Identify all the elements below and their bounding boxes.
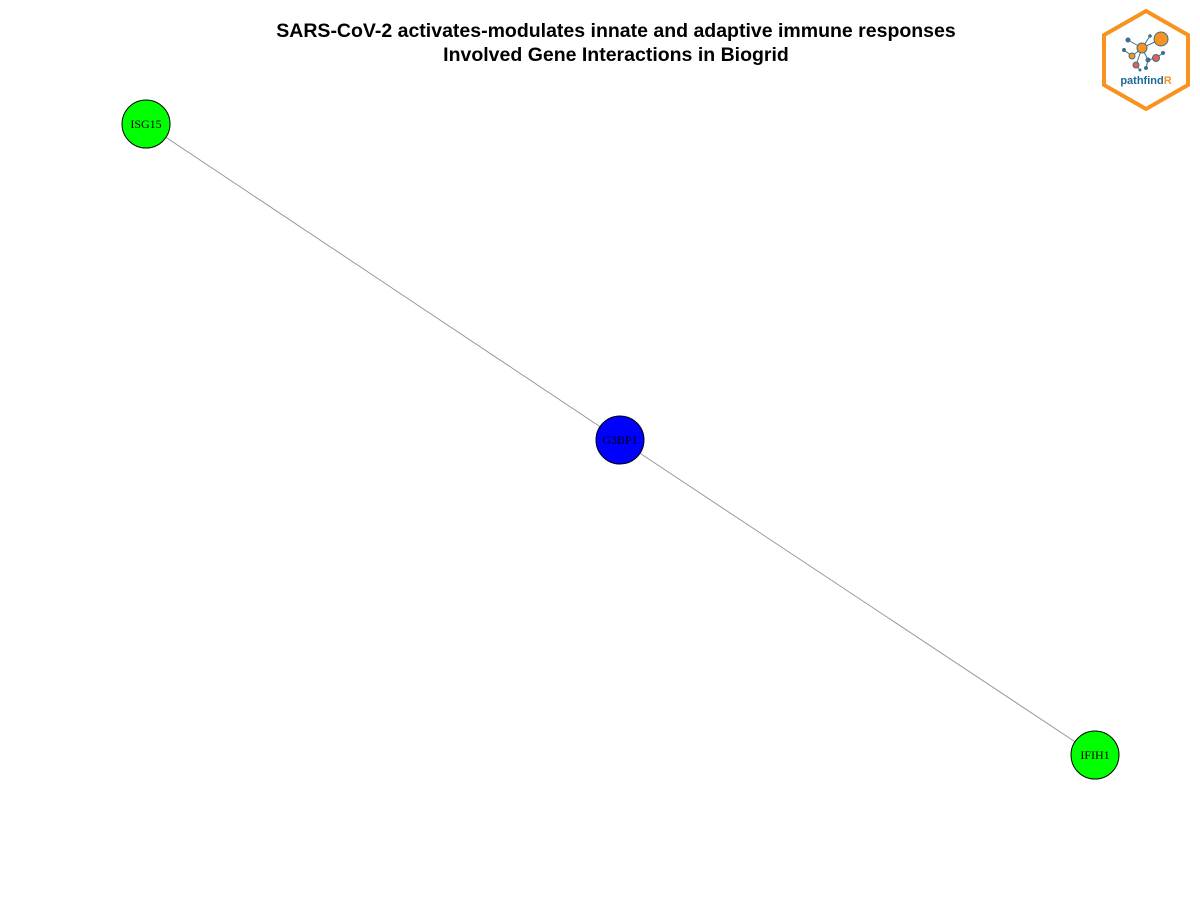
plot-title: SARS-CoV-2 activates-modulates innate an… <box>0 19 1200 67</box>
title-line-2: Involved Gene Interactions in Biogrid <box>443 44 789 66</box>
node-ifih1[interactable]: IFIH1 <box>1070 730 1120 780</box>
logo-network-nodes <box>1122 31 1169 72</box>
node-isg15[interactable]: ISG15 <box>121 99 171 149</box>
logo-text-main: pathfind <box>1120 75 1163 87</box>
edge-g3bp1-ifih1 <box>619 439 1096 756</box>
logo-text: pathfindR <box>1120 75 1171 87</box>
node-circle[interactable] <box>121 99 171 149</box>
node-label: ISG15 <box>130 117 161 131</box>
node-label: G3BP1 <box>602 433 637 447</box>
title-line-1: SARS-CoV-2 activates-modulates innate an… <box>276 20 956 42</box>
pathfindr-logo: pathfindR <box>1102 8 1190 112</box>
node-circle[interactable] <box>595 415 645 465</box>
node-label: IFIH1 <box>1080 748 1109 762</box>
node-g3bp1[interactable]: G3BP1 <box>595 415 645 465</box>
edge-isg15-g3bp1 <box>145 123 621 441</box>
logo-text-accent: R <box>1164 75 1172 87</box>
edges-layer <box>145 123 1096 756</box>
node-circle[interactable] <box>1070 730 1120 780</box>
